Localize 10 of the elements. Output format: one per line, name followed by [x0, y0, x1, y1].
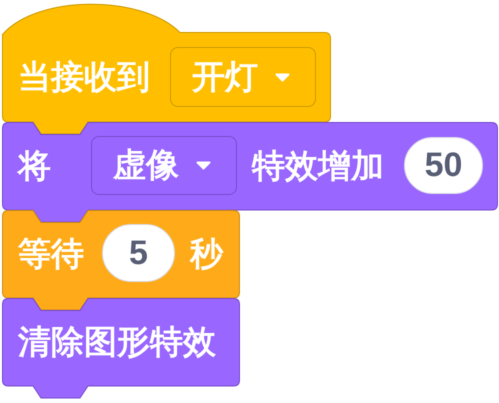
block-label: 秒 — [190, 234, 223, 274]
command-block — [2, 122, 498, 223]
block-label: 将 — [18, 146, 51, 186]
block-label: 清除图形特效 — [18, 322, 216, 362]
command-block — [2, 298, 240, 399]
block-label: 特效增加 — [252, 146, 384, 186]
dropdown-menu: 虚像 — [91, 136, 237, 195]
dropdown-menu: 开灯 — [170, 47, 316, 107]
block-label: 当接收到 — [18, 57, 150, 97]
block-label: 等待 — [18, 234, 84, 274]
